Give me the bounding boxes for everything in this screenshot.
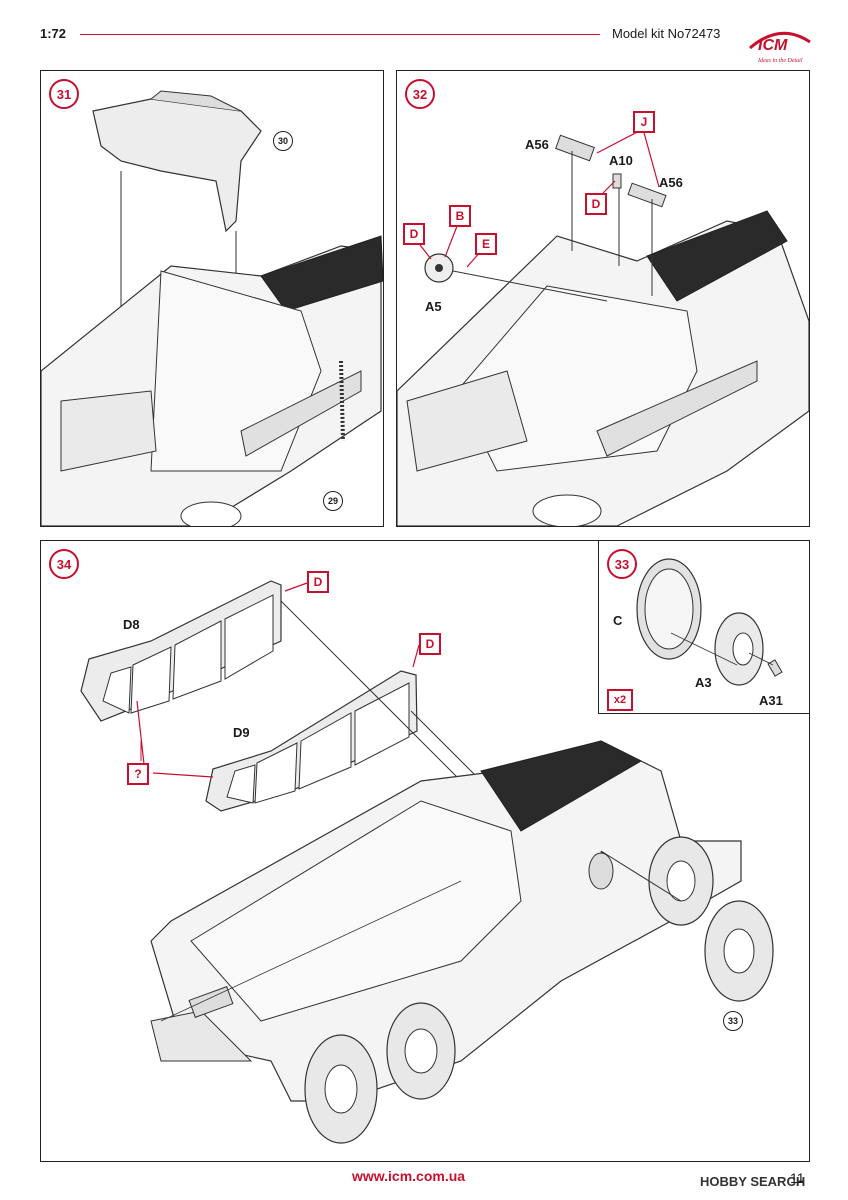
page-number: 11 <box>790 1170 805 1186</box>
paint-box-d-d8: D <box>307 571 329 593</box>
part-label-d9: D9 <box>233 725 250 740</box>
part-label-c: C <box>613 613 623 628</box>
part-label-d8: D8 <box>123 617 140 632</box>
kit-number: Model kit No72473 <box>612 26 721 41</box>
paint-box-question: ? <box>127 763 149 785</box>
part-label-a56-left: A56 <box>525 137 549 152</box>
step-number-33: 33 <box>607 549 637 579</box>
header-rule <box>80 34 600 35</box>
paint-box-b: B <box>449 205 471 227</box>
paint-box-d-left: D <box>403 223 425 245</box>
step-number-34: 34 <box>49 549 79 579</box>
part-label-a3: A3 <box>695 675 712 690</box>
ref-33: 33 <box>723 1011 743 1031</box>
ref-30: 30 <box>273 131 293 151</box>
step-33-panel: 33 C A3 A31 x2 <box>598 540 810 714</box>
paint-box-e: E <box>475 233 497 255</box>
scale-label: 1:72 <box>40 26 67 41</box>
svg-text:ICM: ICM <box>758 37 788 54</box>
multiplier-badge: x2 <box>607 689 633 711</box>
step-32-panel: 32 J B D E D A56 A10 A56 A5 <box>396 70 810 527</box>
paint-box-d-right: D <box>585 193 607 215</box>
watermark: HOBBY SEARCH <box>700 1174 806 1189</box>
paint-box-j: J <box>633 111 655 133</box>
icm-logo: ICM Ideas in the Detail <box>744 22 816 66</box>
ref-29: 29 <box>323 491 343 511</box>
part-label-a31: A31 <box>759 693 783 708</box>
part-label-a56-right: A56 <box>659 175 683 190</box>
step-number-32: 32 <box>405 79 435 109</box>
footer-url[interactable]: www.icm.com.ua <box>352 1168 466 1184</box>
svg-text:Ideas in the Detail: Ideas in the Detail <box>757 58 803 64</box>
part-label-a10: A10 <box>609 153 633 168</box>
part-label-a5: A5 <box>425 299 442 314</box>
step-31-panel: 31 30 29 <box>40 70 384 527</box>
step-number-31: 31 <box>49 79 79 109</box>
paint-box-d-d9: D <box>419 633 441 655</box>
